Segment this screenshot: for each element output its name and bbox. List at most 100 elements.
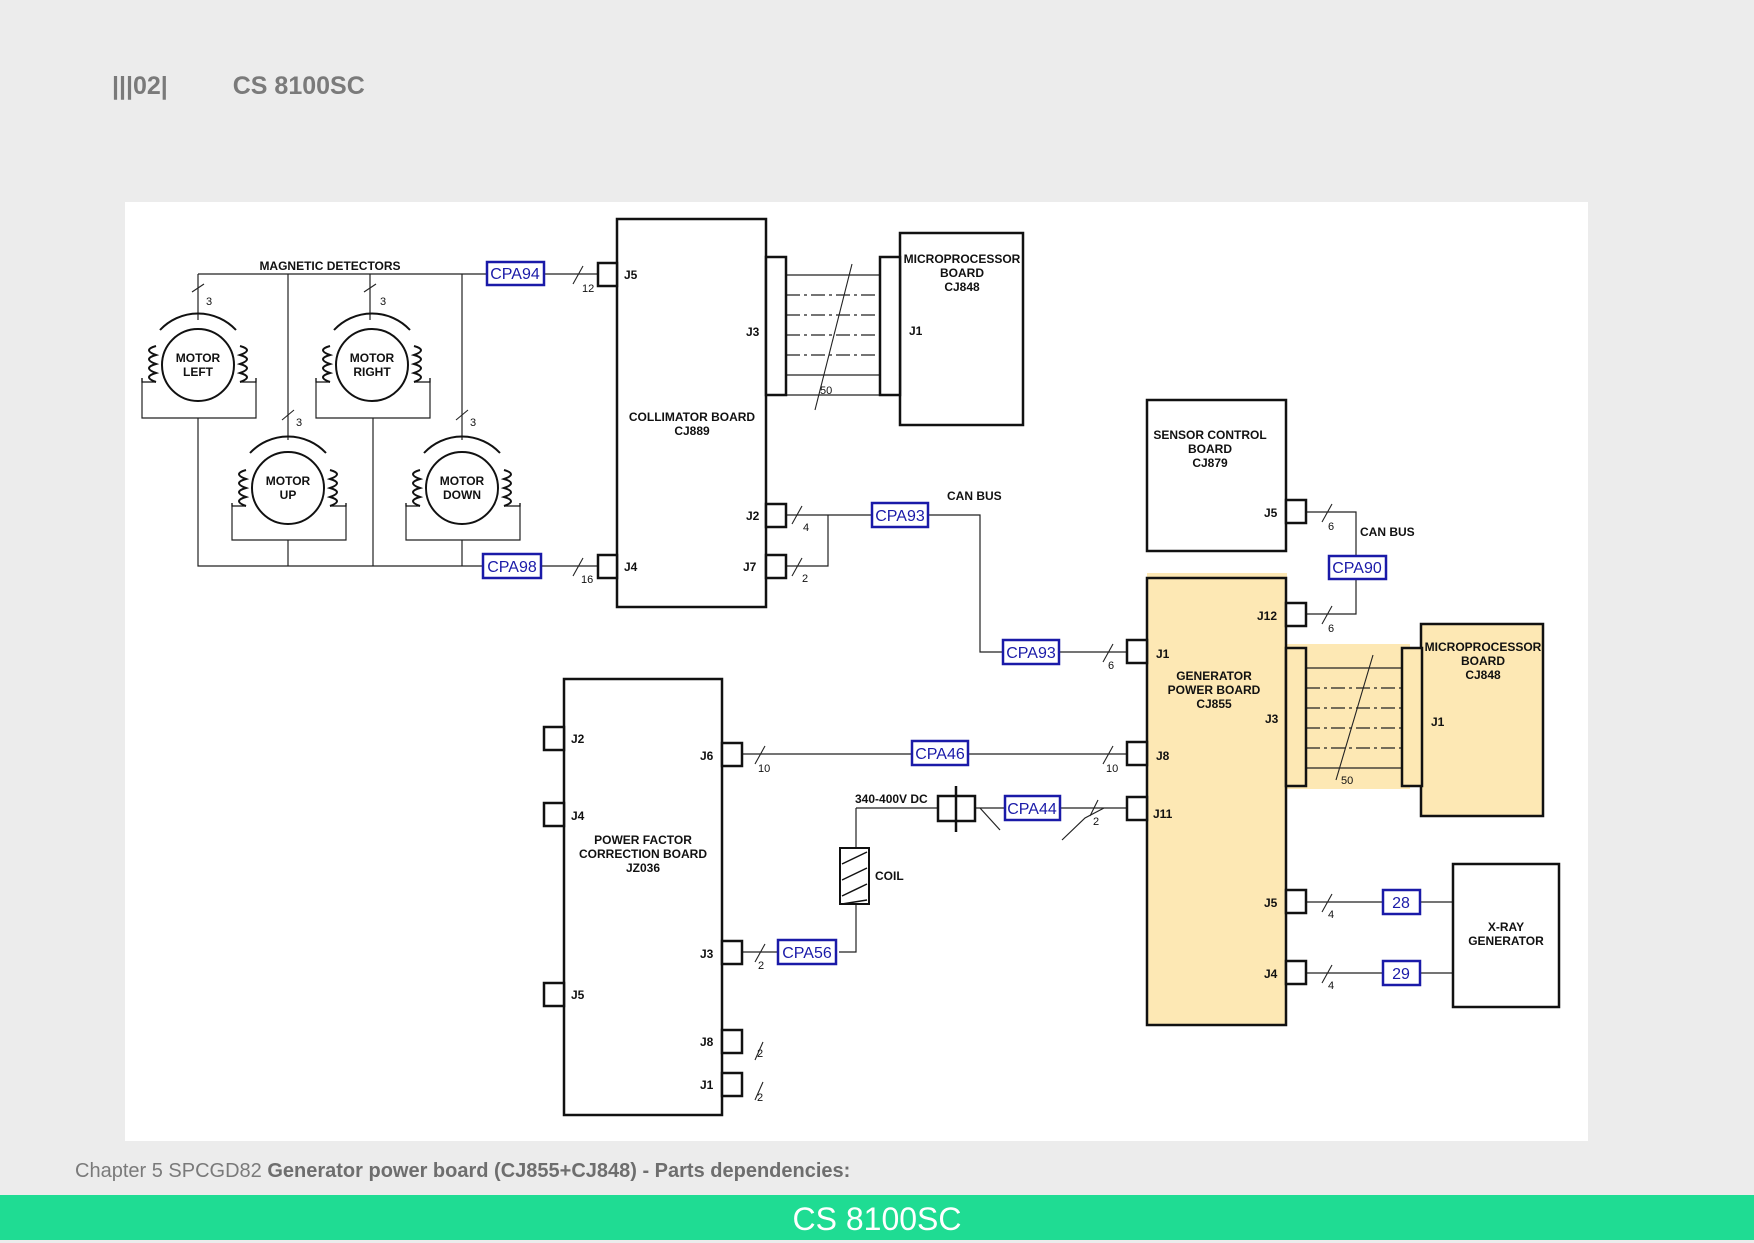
generator-power-board — [1145, 576, 1288, 1027]
mt-j1-label: J1 — [909, 324, 923, 338]
col-j3-label: J3 — [746, 325, 760, 339]
tag-cpa46: CPA46 — [915, 746, 965, 763]
motor-right-label-1: MOTOR — [350, 351, 395, 365]
micro-bottom-label-1: MICROPROCESSOR — [1425, 640, 1542, 654]
microprocessor-board-bottom — [1419, 622, 1545, 818]
wc-pfc-j1: 2 — [757, 1092, 763, 1104]
pfc-j8-label: J8 — [700, 1035, 714, 1049]
xray-generator — [1451, 862, 1561, 1009]
tag-29: 29 — [1392, 966, 1410, 983]
wc-pfc-j6: 10 — [758, 763, 770, 775]
tag-boxes — [481, 260, 1422, 987]
motor-right-wires: 3 — [380, 296, 386, 308]
wires — [141, 273, 1452, 974]
page-header: |||02| CS 8100SC — [112, 72, 365, 101]
col-j7-label: J7 — [743, 560, 757, 574]
pfc-label-2: CORRECTION BOARD — [579, 847, 707, 861]
mb-j1-label: J1 — [1431, 715, 1445, 729]
caption-title: Generator power board (CJ855+CJ848) - Pa… — [267, 1160, 851, 1182]
motor-down-label-2: DOWN — [443, 488, 481, 502]
col-j2-label: J2 — [746, 509, 760, 523]
motor-up-icon — [231, 435, 347, 525]
motor-left-icon — [141, 312, 257, 402]
tag-cpa98: CPA98 — [487, 559, 537, 576]
wc-col-j5: 12 — [582, 283, 594, 295]
pfc-j6-label: J6 — [700, 749, 714, 763]
micro-top-label-1: MICROPROCESSOR — [904, 252, 1021, 266]
wc-gen-j1: 6 — [1108, 660, 1114, 672]
motor-left-label-1: MOTOR — [176, 351, 221, 365]
collimator-label-2: CJ889 — [674, 424, 710, 438]
tag-cpa44: CPA44 — [1007, 801, 1057, 818]
coil-icon — [839, 847, 870, 905]
micro-top-label-3: CJ848 — [944, 280, 980, 294]
wc-gen-bus: 50 — [1341, 775, 1353, 787]
microprocessor-board-top — [898, 231, 1025, 427]
tag-cpa94: CPA94 — [490, 266, 540, 283]
wc-gen-j12: 6 — [1328, 623, 1334, 635]
gen-j1-label: J1 — [1156, 647, 1170, 661]
gen-j3-label: J3 — [1265, 712, 1279, 726]
tag-cpa56: CPA56 — [782, 945, 832, 962]
can-bus-label-2: CAN BUS — [1360, 525, 1415, 539]
generator-label-2: POWER BOARD — [1168, 683, 1261, 697]
xray-label-1: X-RAY — [1488, 920, 1524, 934]
wc-pfc-j8: 2 — [757, 1048, 763, 1060]
col-j5-label: J5 — [624, 268, 638, 282]
voltage-label: 340-400V DC — [855, 792, 928, 806]
tag-cpa93-top: CPA93 — [875, 508, 925, 525]
wc-gen-j11: 2 — [1093, 816, 1099, 828]
wc-col-j4: 16 — [581, 574, 593, 586]
pfc-j5-label: J5 — [571, 988, 585, 1002]
magnetic-detectors-label: MAGNETIC DETECTORS — [259, 259, 400, 273]
sensor-label-2: BOARD — [1188, 442, 1232, 456]
motor-left-label-2: LEFT — [183, 365, 214, 379]
page-number: |||02| — [112, 72, 168, 100]
motor-down-wires: 3 — [470, 417, 476, 429]
footer-bar: CS 8100SC — [0, 1195, 1754, 1240]
motor-up-wires: 3 — [296, 417, 302, 429]
pfc-j1-label: J1 — [700, 1078, 714, 1092]
gen-j8-label: J8 — [1156, 749, 1170, 763]
wc-gen-j8: 10 — [1106, 763, 1118, 775]
tag-cpa93-bottom: CPA93 — [1006, 645, 1056, 662]
xray-label-2: GENERATOR — [1468, 934, 1544, 948]
sensor-label-1: SENSOR CONTROL — [1153, 428, 1266, 442]
generator-label-3: CJ855 — [1196, 697, 1232, 711]
pfc-label-3: JZ036 — [626, 861, 660, 875]
micro-top-label-2: BOARD — [940, 266, 984, 280]
collimator-board — [615, 217, 768, 609]
micro-bottom-label-2: BOARD — [1461, 654, 1505, 668]
wc-sen-j5: 6 — [1328, 521, 1334, 533]
header-model: CS 8100SC — [232, 72, 365, 100]
wc-gen-j4: 4 — [1328, 980, 1334, 992]
tag-cpa90: CPA90 — [1332, 560, 1382, 577]
wc-gen-j5: 4 — [1328, 909, 1334, 921]
inline-connector-icon — [936, 786, 977, 832]
pfc-j4-label: J4 — [571, 809, 585, 823]
col-j4-label: J4 — [624, 560, 638, 574]
figure-caption: Chapter 5 SPCGD82 Generator power board … — [75, 1160, 850, 1183]
gen-j5-label: J5 — [1264, 896, 1278, 910]
footer-title: CS 8100SC — [792, 1201, 962, 1237]
sensor-label-3: CJ879 — [1192, 456, 1228, 470]
motor-down-label-1: MOTOR — [440, 474, 485, 488]
coil-label: COIL — [875, 869, 904, 883]
sensor-control-board — [1145, 398, 1288, 553]
motor-down-icon — [405, 435, 521, 525]
wc-col-bus: 50 — [820, 385, 832, 397]
wc-col-j7: 2 — [802, 573, 808, 585]
pfc-board — [562, 677, 724, 1117]
pfc-j3-label: J3 — [700, 947, 714, 961]
micro-bottom-label-3: CJ848 — [1465, 668, 1501, 682]
sen-j5-label: J5 — [1264, 506, 1278, 520]
collimator-label-1: COLLIMATOR BOARD — [629, 410, 756, 424]
wc-col-j2: 4 — [803, 522, 809, 534]
motor-up-label-1: MOTOR — [266, 474, 311, 488]
motor-up-label-2: UP — [280, 488, 297, 502]
gen-j12-label: J12 — [1257, 609, 1277, 623]
generator-label-1: GENERATOR — [1176, 669, 1252, 683]
gen-j4-label: J4 — [1264, 967, 1278, 981]
wc-pfc-j3: 2 — [758, 960, 764, 972]
motor-left-wires: 3 — [206, 296, 212, 308]
